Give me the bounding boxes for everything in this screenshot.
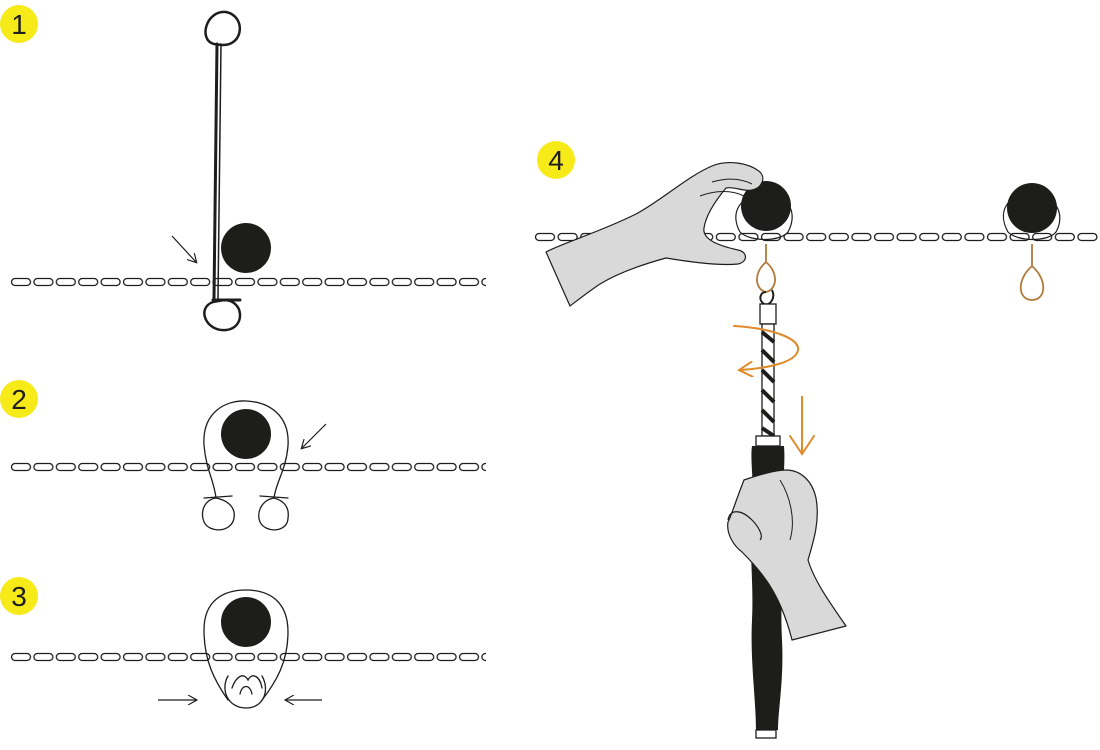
mesh-wire-icon [10, 652, 486, 662]
hand-icon [727, 469, 847, 641]
rotate-arrow-icon [733, 325, 799, 370]
tie-wire-icon [1019, 244, 1045, 301]
tied-rebar-left [735, 181, 793, 293]
step-2-number: 2 [11, 383, 27, 415]
tie-wire-icon [203, 589, 289, 709]
step-3-badge: 3 [0, 577, 38, 615]
step-2-badge: 2 [0, 380, 38, 418]
rebar-dot-icon [1007, 183, 1057, 233]
arrow-icon [171, 235, 196, 262]
mesh-wire-icon [10, 277, 486, 287]
tie-wire-icon [201, 400, 289, 531]
rebar-dot-icon [221, 409, 271, 459]
tie-wire-icon [756, 244, 776, 293]
hand-finger-line [711, 178, 753, 185]
rebar-dot-icon [741, 181, 791, 231]
step-4-illustration [534, 162, 1100, 739]
rebar-dot-icon [221, 597, 271, 647]
step-4-badge: 4 [537, 141, 575, 179]
step-4-number: 4 [548, 144, 564, 176]
step-3-illustration [10, 589, 486, 709]
arrow-icon [789, 396, 815, 456]
hand-icon [545, 162, 764, 307]
step-2-illustration [10, 400, 486, 531]
step-1-badge: 1 [0, 5, 38, 43]
hand-thumb-line [727, 511, 762, 541]
tied-rebar-right [1002, 183, 1061, 301]
hand-finger-line [779, 479, 793, 541]
mesh-wire-icon [10, 462, 486, 472]
hand-finger-line [699, 191, 745, 197]
rebar-dot-icon [221, 223, 271, 273]
step-1-illustration [10, 10, 486, 332]
tie-wire-icon [203, 10, 242, 332]
step-3-number: 3 [11, 580, 27, 612]
step-1-number: 1 [11, 8, 27, 40]
arrow-icon [302, 423, 327, 448]
mesh-wire-icon [534, 232, 1100, 242]
